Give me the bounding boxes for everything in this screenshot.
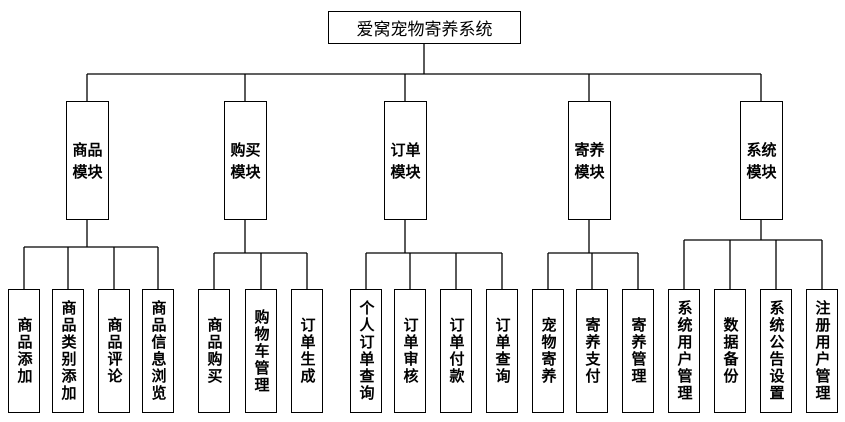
leaf-boarding-manage: 寄养管理 (622, 289, 654, 413)
module-order: 订单模块 (384, 101, 427, 220)
leaf-data-backup: 数据备份 (714, 289, 746, 413)
leaf-cart-manage: 购物车管理 (245, 289, 277, 413)
leaf-product-add: 商品添加 (8, 289, 40, 413)
leaf-order-pay: 订单付款 (440, 289, 472, 413)
leaf-product-review: 商品评论 (98, 289, 130, 413)
module-system: 系统模块 (740, 101, 783, 220)
leaf-order-review: 订单审核 (394, 289, 426, 413)
module-product: 商品模块 (66, 101, 109, 220)
leaf-product-buy: 商品购买 (198, 289, 230, 413)
root-node: 爱窝宠物寄养系统 (328, 11, 521, 44)
leaf-category-add: 商品类别添加 (52, 289, 84, 413)
leaf-personal-order-query: 个人订单查询 (350, 289, 382, 413)
leaf-boarding-pay: 寄养支付 (576, 289, 608, 413)
leaf-system-user-manage: 系统用户管理 (668, 289, 700, 413)
module-boarding: 寄养模块 (568, 101, 611, 220)
module-purchase: 购买模块 (224, 101, 267, 220)
leaf-order-query: 订单查询 (486, 289, 518, 413)
leaf-order-create: 订单生成 (291, 289, 323, 413)
leaf-registered-user-manage: 注册用户管理 (806, 289, 838, 413)
leaf-product-browse: 商品信息浏览 (142, 289, 174, 413)
leaf-system-notice-setting: 系统公告设置 (760, 289, 792, 413)
leaf-pet-boarding: 宠物寄养 (532, 289, 564, 413)
root-label: 爱窝宠物寄养系统 (356, 20, 493, 40)
